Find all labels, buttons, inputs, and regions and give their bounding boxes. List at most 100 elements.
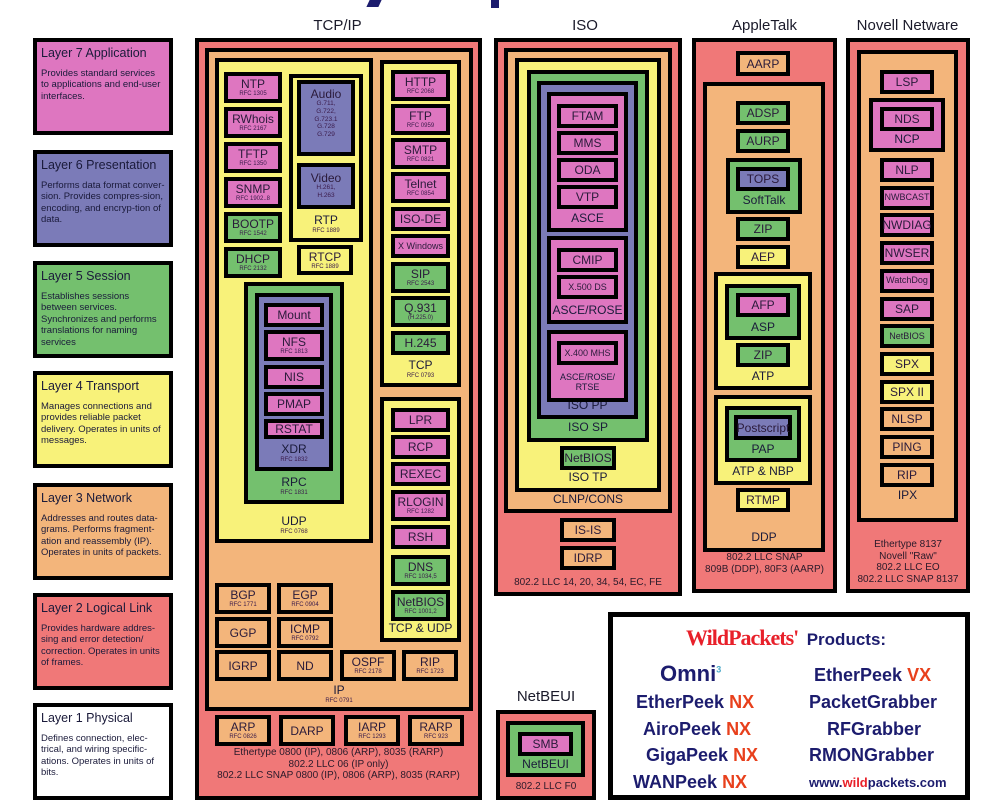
rfc-number: RFC 1723 [416,669,444,675]
rfc-number: RFC 2178 [354,669,382,675]
layer-title: Layer 5 Session [41,269,131,283]
codec-label: H.261, [316,184,336,192]
protocol-oda: ODA [557,158,618,182]
smb-box: SMB [518,732,573,756]
asce-rose-rtse-label: ASCE/ROSE/ RTSE [559,372,615,392]
protocol-name: SNMP [235,182,271,196]
protocol-name: BOOTP [231,217,274,231]
rfc-number: RFC 2068 [406,89,435,95]
rfc-number: RFC 0826 [229,734,257,740]
codec-label: H.263 [317,192,335,199]
protocol-name: X.500 DS [568,281,607,292]
protocol-name: RLOGIN [397,495,444,509]
rfc-number: RFC 2543 [406,281,435,287]
protocol-rstat: RSTAT [264,419,324,439]
protocol-name: REXEC [399,467,442,481]
protocol-name: NetBIOS [889,330,925,341]
protocol-name: NetBIOS [396,595,445,609]
column-title-novell: Novell Netware [856,17,959,34]
iso-idrp: IDRP [560,546,616,570]
tcp-udp-label: TCP & UDP [388,621,453,636]
codec-label: G.723.1 [314,115,338,123]
aarp-box: AARP [736,51,790,76]
layer-title: Layer 7 Application [41,46,147,60]
protocol-name: NTP [241,77,265,91]
wildpackets-products-panel: WildPackets' Products: Omni3 EtherPeek N… [608,612,970,800]
iso-netbios: NetBIOS [560,446,616,470]
layer-description: Performs data format conver-sion. Provid… [41,180,165,226]
product-omni[interactable]: Omni3 [660,661,722,686]
netbeui-label: NetBEUI [522,757,569,772]
rfc-number: RFC 1282 [406,509,435,515]
protocol-darp: DARP [279,715,335,746]
product-wanpeek-nx[interactable]: WANPeek NX [633,771,748,792]
brand-packets: Packets' [728,625,799,650]
protocol-name: ISO-DE [399,212,442,226]
product-gigapeek-nx[interactable]: GigaPeek NX [646,745,759,765]
novell-footer: Ethertype 8137 Novell "Raw" 802.2 LLC EO… [857,539,959,585]
product-rmongrabber[interactable]: RMONGrabber [809,745,935,765]
protocol-name: NLSP [891,412,923,427]
ncp-label: NCP [894,132,920,147]
protocol-name: SPX II [889,384,924,399]
protocol-name: NIS [283,370,304,384]
protocol-name: GGP [229,625,257,640]
iso-footer: 802.2 LLC 14, 20, 34, 54, EC, FE [514,577,662,588]
product-packetgrabber[interactable]: PacketGrabber [809,692,938,712]
rfc-number: RFC 923 [423,734,448,740]
protocol-name: CMIP [572,253,603,267]
protocol-nlsp: NLSP [880,407,934,432]
protocol-vtp: VTP [557,185,618,209]
rfc-number: RFC 0959 [406,123,435,129]
protocol-name: ND [296,658,314,673]
column-title-netbeui: NetBEUI [516,688,576,705]
protocol-name: DARP [290,723,324,738]
brand-wild: Wild [686,625,729,650]
product-etherpeek-vx[interactable]: EtherPeek VX [814,665,932,685]
protocol-spx: SPX [880,351,934,376]
codec-label: G.728 [317,123,335,131]
protocol-nwbcast: NWBCAST [880,185,934,210]
rfc-number: RFC 1813 [280,349,308,355]
protocol-nwdiag: NWDIAG [880,213,934,238]
column-title-tcpip: TCP/IP [313,17,362,34]
protocol-x-500-ds: X.500 DS [557,275,618,299]
protocol-name: NLP [895,163,919,177]
layer-title: Layer 1 Physical [41,711,133,725]
protocol-name: PMAP [276,397,311,411]
wildpackets-url-link[interactable]: www.wildpackets.com [809,775,947,790]
rfc-number: RFC 2132 [239,266,267,272]
column-title-iso: ISO [572,17,598,34]
protocol-lpr: LPR [391,408,450,432]
title-fragment [491,0,499,8]
protocol-name: LPR [408,413,433,427]
product-etherpeek-nx[interactable]: EtherPeek NX [636,692,755,712]
aurp-box: AURP [736,129,790,153]
protocol-name: ARP [230,720,256,734]
rfc-number: RFC 1305 [239,91,267,97]
rtmp-box: RTMP [736,488,790,512]
product-rfgrabber[interactable]: RFGrabber [827,718,922,739]
protocol-name: Mount [277,308,311,322]
layer-description: Provides standard services to applicatio… [41,68,161,102]
protocol-spx-ii: SPX II [880,379,934,404]
layer-description: Establishes sessions between services. S… [41,291,157,348]
product-airopeek-nx[interactable]: AiroPeek NX [643,718,752,739]
